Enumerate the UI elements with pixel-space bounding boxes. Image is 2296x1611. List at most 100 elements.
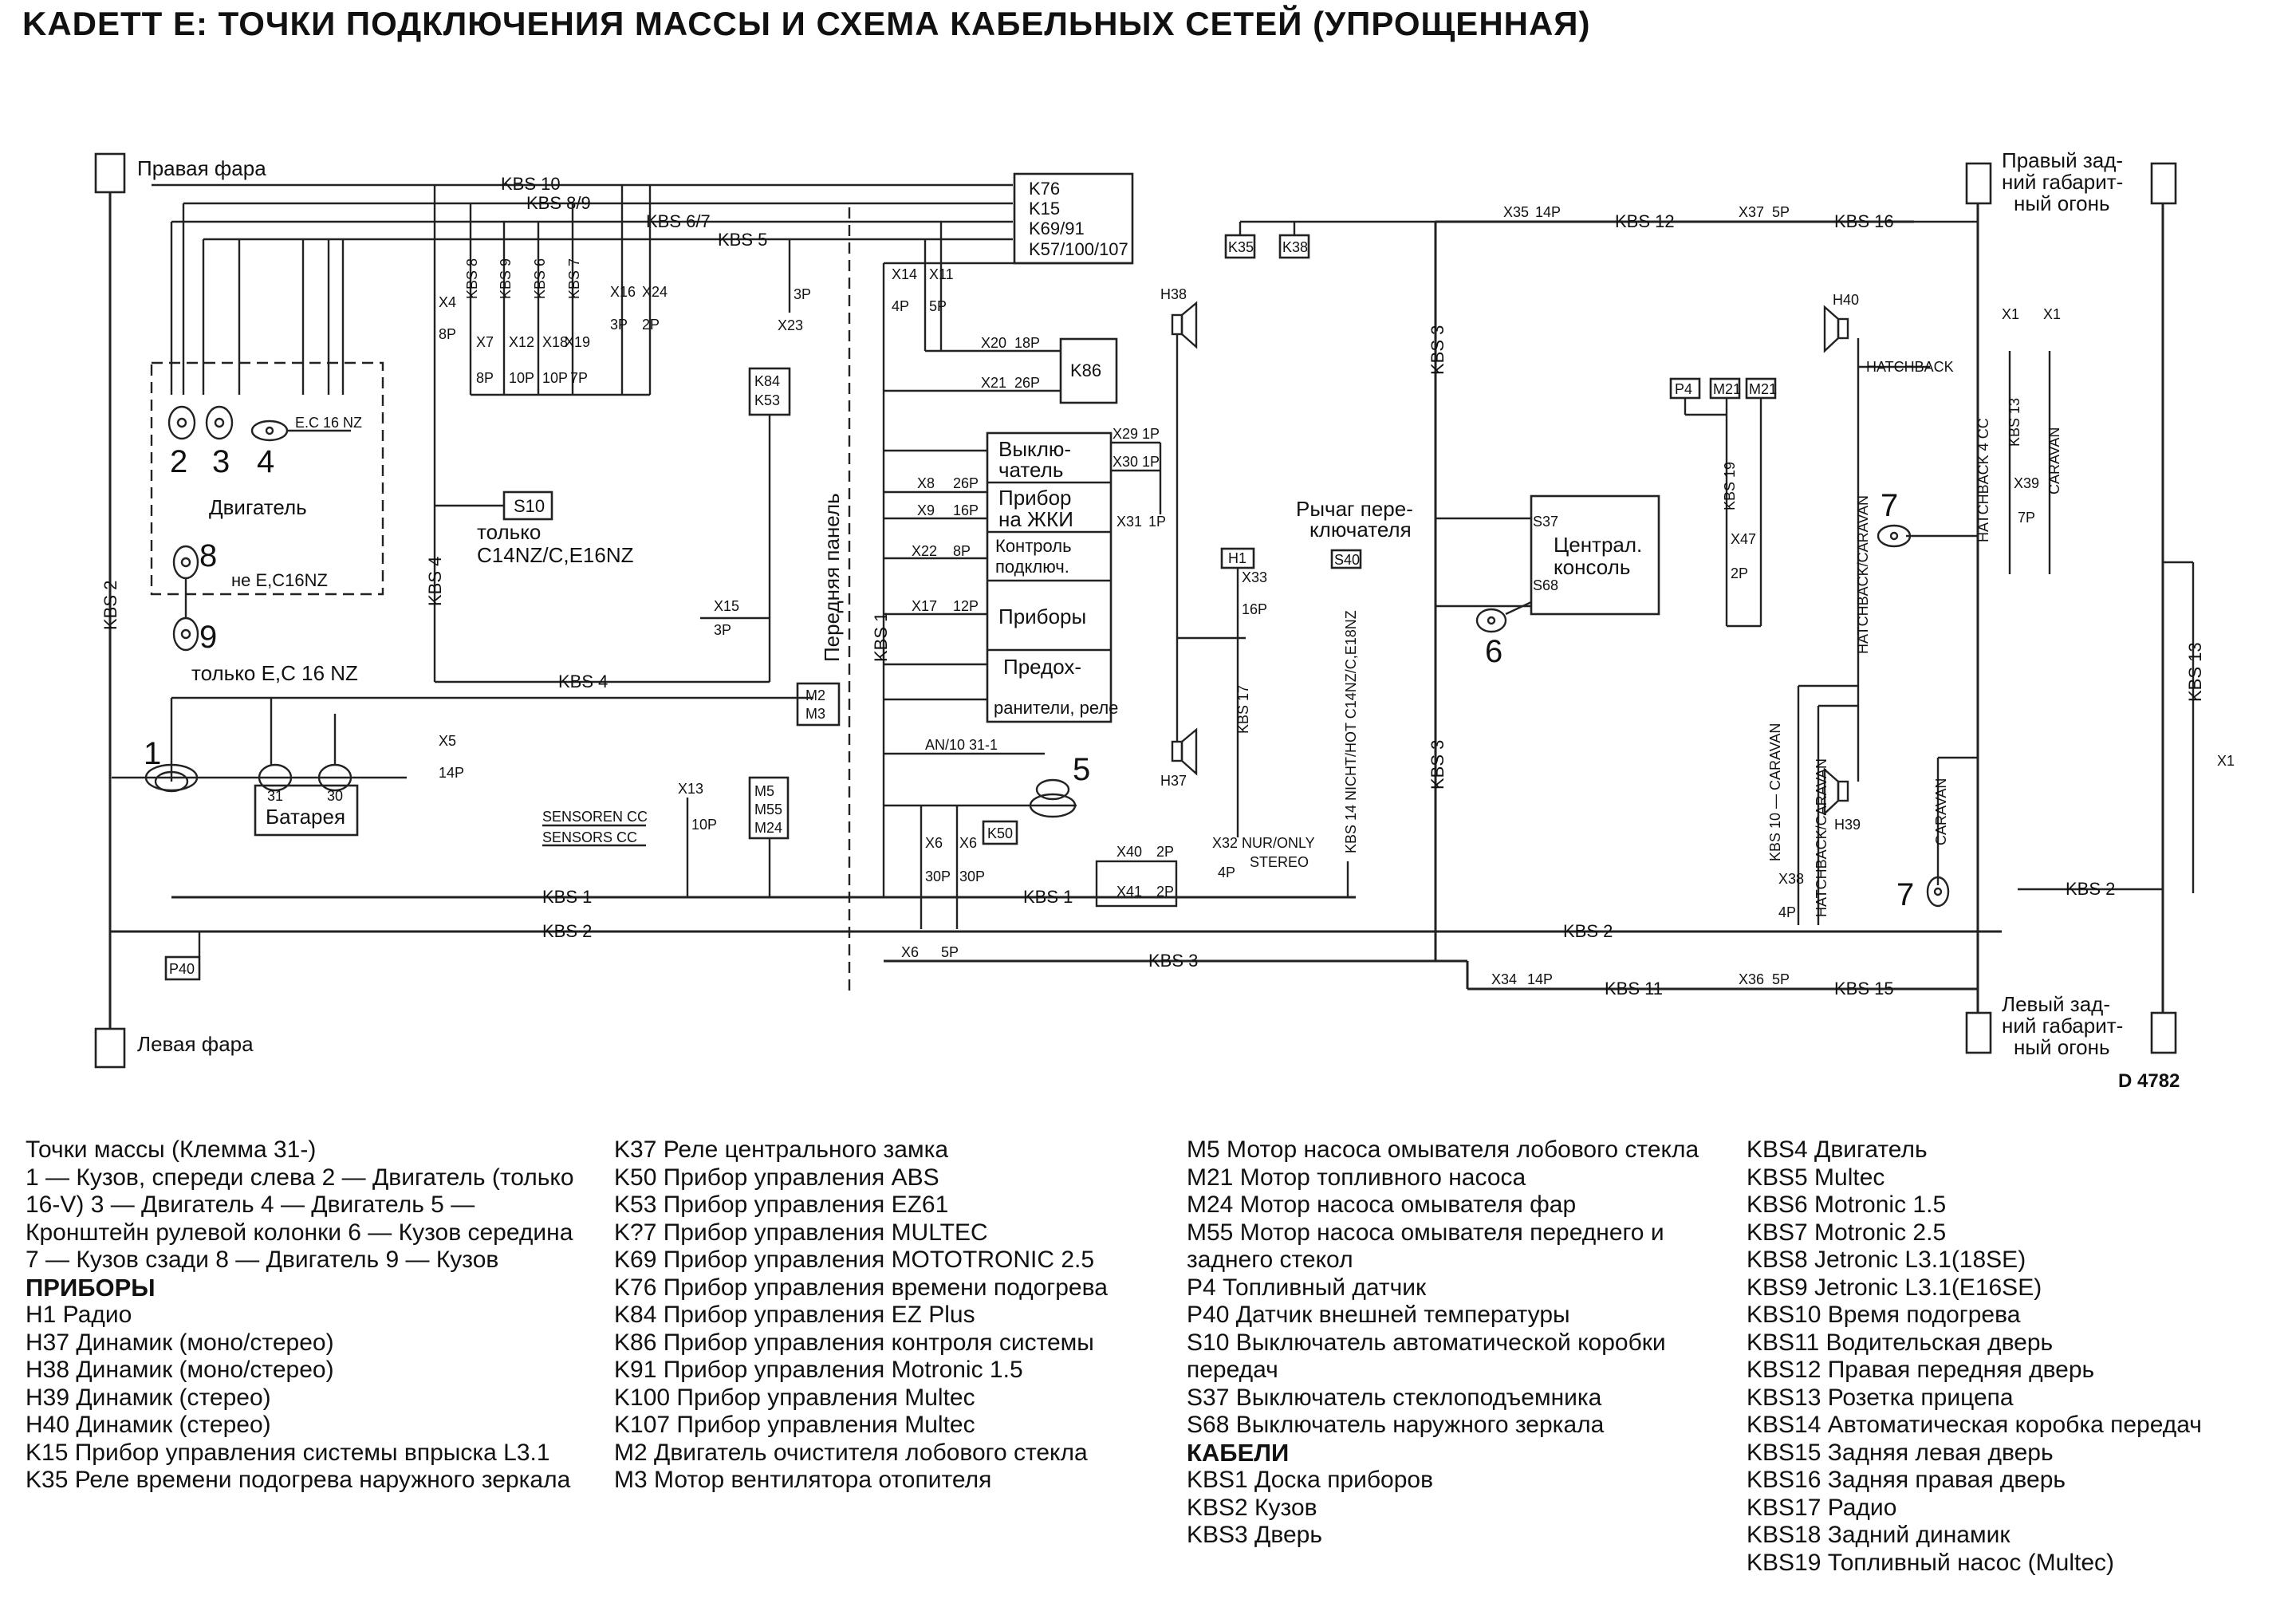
x39-pins: 7P <box>2018 510 2035 526</box>
x38-pins: 4P <box>1778 904 1796 920</box>
ground-num-7a: 7 <box>1881 488 1898 523</box>
s10-box <box>502 490 553 521</box>
m21-label-1: M21 <box>1713 381 1741 397</box>
central-console-box <box>1530 494 1660 616</box>
sensors-label: SENSORS CC <box>542 829 637 845</box>
x21-pins: 26P <box>1014 375 1040 391</box>
s40-label: S40 <box>1334 552 1360 568</box>
rear-right-label-3: ный огонь <box>2014 191 2110 215</box>
legend-item: KBS4 Двигатель <box>1747 1136 1928 1163</box>
legend-item: KBS12 Правая передняя дверь <box>1747 1357 2095 1383</box>
k15-label: K15 <box>1029 199 1060 219</box>
battery-box <box>254 784 359 837</box>
x6b-label: X6 <box>959 835 977 851</box>
legend-item: M2 Двигатель очистителя лобового стекла <box>614 1439 1088 1466</box>
lcd-label-2: на ЖКИ <box>998 507 1073 531</box>
ground-num-2: 2 <box>170 444 187 479</box>
right-headlight-label: Правая фара <box>137 156 266 180</box>
k69-label: K69/91 <box>1029 219 1085 238</box>
m5-label: M5 <box>754 783 774 799</box>
legend-item: K107 Прибор управления Multec <box>614 1412 975 1438</box>
legend-item: KBS5 Multec <box>1747 1164 1885 1191</box>
legend-item: KBS11 Водительская дверь <box>1747 1329 2054 1356</box>
x14-pins: 4P <box>892 298 909 314</box>
k38-box <box>1278 234 1310 259</box>
k50-box <box>982 820 1018 845</box>
x13-pins: 10P <box>691 817 717 833</box>
s68-label: S68 <box>1533 577 1558 593</box>
x11-label: X11 <box>929 266 954 282</box>
kbs16-label: KBS 16 <box>1834 211 1894 231</box>
x5-label: X5 <box>439 733 456 749</box>
kbs11-label: KBS 11 <box>1605 979 1663 999</box>
m21-box-1 <box>1709 377 1741 400</box>
x18-pins: 10P <box>542 370 568 386</box>
switch-label-1: Выклю- <box>998 437 1071 461</box>
caravan-label-2: CARAVAN <box>1933 778 1949 845</box>
x24-pins: 2P <box>642 317 660 333</box>
m55-label: M55 <box>754 802 782 817</box>
x1c-label: X1 <box>2217 753 2235 769</box>
doc-ref: D 4782 <box>2118 1070 2180 1092</box>
x24-label: X24 <box>642 284 668 300</box>
an10-label: AN/10 31-1 <box>925 737 998 753</box>
x47-label: X47 <box>1731 531 1756 547</box>
battery-terminal-31 <box>258 763 293 792</box>
legend-item: K50 Прибор управления ABS <box>614 1164 939 1191</box>
x20-pins: 18P <box>1014 335 1040 351</box>
ground-num-1: 1 <box>144 736 161 771</box>
x6c-pins: 5P <box>941 944 959 960</box>
m5-box <box>748 776 790 840</box>
kbs8-vertical-label: KBS 8 <box>464 258 480 299</box>
rear-left-label-3: ный огонь <box>2014 1035 2110 1059</box>
legend-item: K76 Прибор управления времени подогрева <box>614 1274 1108 1301</box>
legend-item: KBS2 Кузов <box>1187 1494 1317 1521</box>
k86-box <box>1059 337 1118 404</box>
x34-pins: 14P <box>1527 971 1553 987</box>
x9-pins: 16P <box>953 502 979 518</box>
legend-column-4: KBS4 Двигатель KBS5 Multec KBS6 Motronic… <box>1747 1136 2281 1577</box>
kbs3-vertical-top: KBS 3 <box>1428 325 1447 375</box>
hatch-caravan-label: HATCHBACK/CARAVAN <box>1855 495 1871 654</box>
ground-7a-icon <box>1877 524 1912 548</box>
kbs10-caravan-label: KBS 10 — CARAVAN <box>1767 723 1783 861</box>
fuses-label-2: ранители, реле <box>994 698 1118 718</box>
x17-pins: 12P <box>953 598 979 614</box>
legend: Точки массы (Клемма 31-) 1 — Кузов, спер… <box>0 1136 2296 1611</box>
legend-item: KBS7 Motronic 2.5 <box>1747 1219 1947 1246</box>
battery-terminal-30 <box>317 763 352 792</box>
x22-pins: 8P <box>953 543 971 559</box>
legend-item: S68 Выключатель наружного зеркала <box>1187 1412 1605 1438</box>
ground-7b-icon <box>1926 876 1950 908</box>
x29-label: X29 <box>1113 426 1138 442</box>
k53-label: K53 <box>754 392 780 408</box>
legend-item: K91 Прибор управления Motronic 1.5 <box>614 1357 1023 1383</box>
rear-left-light-box <box>1965 1011 1992 1054</box>
kbs3-horizontal-label: KBS 3 <box>1148 951 1198 971</box>
kbs5-top-label: KBS 5 <box>718 230 767 250</box>
battery-label: Батарея <box>266 805 345 829</box>
x15-label: X15 <box>714 598 739 614</box>
engine-ground-3-icon <box>205 405 234 440</box>
kbs9-vertical-label: KBS 9 <box>498 258 514 299</box>
ground-6-icon <box>1475 608 1507 633</box>
h37-speaker-icon <box>1171 727 1198 776</box>
rear-left-label-2: ний габарит- <box>2002 1014 2123 1038</box>
p40-box <box>164 955 201 981</box>
x40-label: X40 <box>1116 844 1142 860</box>
legend-item: H38 Динамик (моно/стерео) <box>26 1357 334 1383</box>
engine-compartment <box>150 361 384 596</box>
x33-pins: 16P <box>1242 601 1267 617</box>
ground-num-6: 6 <box>1485 634 1502 669</box>
legend-item: S10 Выключатель автоматической коробки п… <box>1187 1329 1666 1384</box>
x4-label: X4 <box>439 294 456 310</box>
x7-pins: 8P <box>476 370 494 386</box>
central-console-label-1: Централ. <box>1554 533 1642 557</box>
ground-1-icon <box>144 763 199 793</box>
legend-item: K53 Прибор управления EZ61 <box>614 1192 949 1218</box>
p4-label: P4 <box>1675 381 1692 397</box>
x11-pins: 5P <box>929 298 947 314</box>
kbs14-note: KBS 14 NICHT/HOT C14NZ/C,E18NZ <box>1343 610 1359 853</box>
devices-heading: ПРИБОРЫ <box>26 1273 156 1302</box>
legend-item: KBS18 Задний динамик <box>1747 1522 2010 1548</box>
